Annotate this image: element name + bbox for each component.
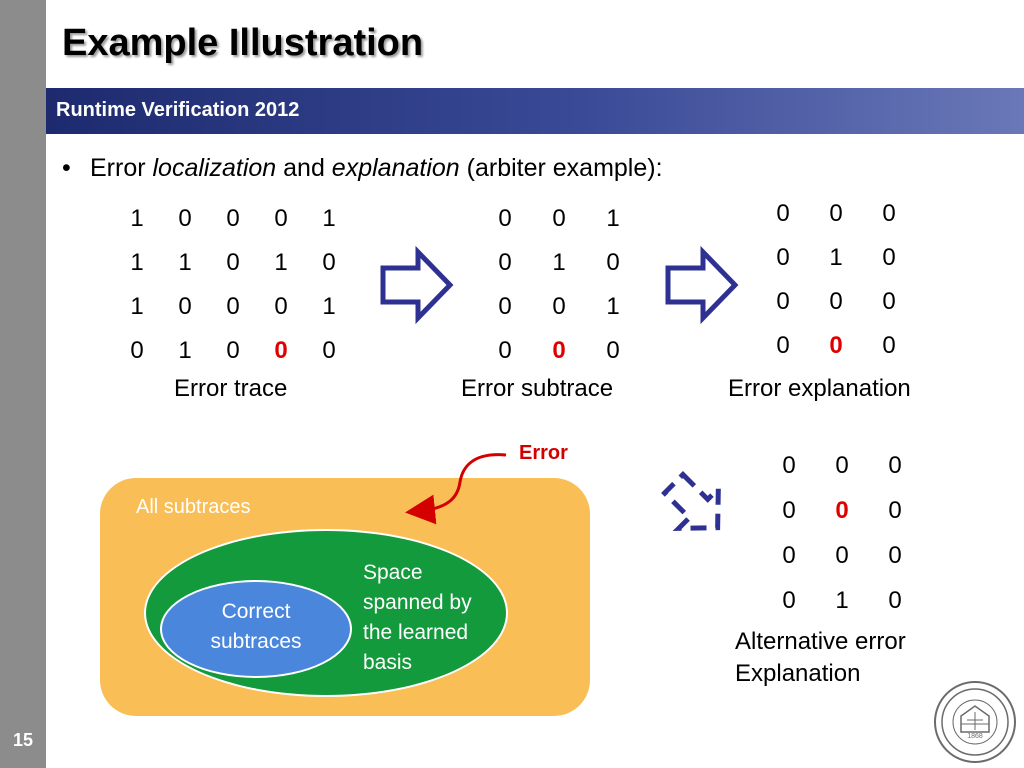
correct-line-2: subtraces bbox=[210, 630, 302, 653]
matrix-cell: 0 bbox=[835, 542, 849, 569]
matrix-cell: 1 bbox=[552, 249, 566, 276]
space-line-2: spanned by bbox=[363, 591, 472, 614]
bullet-text-localization: localization bbox=[152, 154, 277, 182]
matrix-cell: 0 bbox=[888, 497, 902, 524]
header-band bbox=[46, 88, 1024, 134]
error-trace-caption: Error trace bbox=[174, 375, 288, 402]
matrix-cell: 0 bbox=[835, 452, 849, 479]
slide-title: Example Illustration bbox=[62, 22, 424, 64]
matrix-cell: 0 bbox=[498, 205, 512, 232]
matrix-cell: 1 bbox=[130, 249, 144, 276]
matrix-cell: 0 bbox=[888, 587, 902, 614]
matrix-cell: 0 bbox=[782, 542, 796, 569]
left-sidebar-bar bbox=[0, 0, 46, 768]
matrix-cell: 0 bbox=[178, 205, 192, 232]
matrix-cell: 0 bbox=[782, 452, 796, 479]
matrix-cell: 0 bbox=[274, 293, 288, 320]
matrix-cell: 1 bbox=[606, 205, 620, 232]
page-number: 15 bbox=[12, 730, 34, 750]
correct-subtraces-ellipse bbox=[160, 580, 352, 678]
learned-basis-label: Space spanned by the learned basis bbox=[363, 558, 472, 678]
matrix-cell: 1 bbox=[274, 249, 288, 276]
matrix-cell: 0 bbox=[130, 337, 144, 364]
matrix-cell: 0 bbox=[178, 293, 192, 320]
header-band-text: Runtime Verification 2012 bbox=[56, 99, 300, 121]
correct-subtraces-label: Correct subtraces bbox=[166, 597, 346, 657]
svg-text:1868: 1868 bbox=[967, 733, 983, 740]
matrix-cell: 0 bbox=[829, 332, 843, 359]
matrix-cell: 0 bbox=[552, 205, 566, 232]
space-line-1: Space bbox=[363, 561, 423, 584]
matrix-cell: 0 bbox=[776, 332, 790, 359]
bullet-text-explanation: explanation bbox=[331, 154, 460, 182]
error-label: Error bbox=[519, 442, 568, 464]
matrix-cell: 0 bbox=[776, 244, 790, 271]
bullet-symbol: • bbox=[62, 154, 71, 182]
dashed-arrow-icon bbox=[661, 471, 721, 531]
bullet-text-2: and bbox=[276, 154, 332, 182]
matrix-cell: 0 bbox=[888, 452, 902, 479]
matrix-cell: 0 bbox=[882, 288, 896, 315]
matrix-cell: 0 bbox=[322, 249, 336, 276]
matrix-cell: 0 bbox=[498, 337, 512, 364]
matrix-cell: 0 bbox=[226, 293, 240, 320]
matrix-cell: 1 bbox=[829, 244, 843, 271]
matrix-cell: 0 bbox=[829, 288, 843, 315]
space-line-4: basis bbox=[363, 651, 413, 674]
matrix-cell: 0 bbox=[888, 542, 902, 569]
matrix-cell: 0 bbox=[882, 244, 896, 271]
bullet-point: • Error localization and explanation (arb… bbox=[62, 154, 663, 183]
matrix-cell: 0 bbox=[552, 293, 566, 320]
matrix-cell: 1 bbox=[178, 337, 192, 364]
matrix-cell: 0 bbox=[606, 337, 620, 364]
correct-line-1: Correct bbox=[221, 600, 291, 623]
matrix-cell: 0 bbox=[226, 205, 240, 232]
alt-explanation-caption: Alternative error Explanation bbox=[735, 626, 906, 690]
matrix-cell: 0 bbox=[552, 337, 566, 364]
error-subtrace-caption: Error subtrace bbox=[461, 375, 614, 402]
matrix-cell: 1 bbox=[130, 205, 144, 232]
bullet-text-1: Error bbox=[90, 154, 153, 182]
matrix-cell: 0 bbox=[882, 200, 896, 227]
matrix-cell: 0 bbox=[835, 497, 849, 524]
bullet-text-3: (arbiter example): bbox=[459, 154, 663, 182]
matrix-cell: 0 bbox=[776, 288, 790, 315]
alt-caption-line-1: Alternative error bbox=[735, 628, 906, 655]
matrix-cell: 0 bbox=[498, 293, 512, 320]
alt-caption-line-2: Explanation bbox=[735, 660, 861, 687]
matrix-cell: 1 bbox=[130, 293, 144, 320]
matrix-cell: 0 bbox=[776, 200, 790, 227]
matrix-cell: 0 bbox=[226, 249, 240, 276]
matrix-cell: 1 bbox=[835, 587, 849, 614]
matrix-cell: 1 bbox=[178, 249, 192, 276]
matrix-cell: 0 bbox=[226, 337, 240, 364]
matrix-cell: 1 bbox=[322, 205, 336, 232]
error-pointer-arrow bbox=[405, 453, 507, 525]
matrix-cell: 0 bbox=[322, 337, 336, 364]
university-seal-icon: 1868 bbox=[934, 681, 1016, 763]
error-explanation-caption: Error explanation bbox=[728, 375, 911, 402]
matrix-cell: 0 bbox=[274, 205, 288, 232]
matrix-cell: 0 bbox=[782, 497, 796, 524]
matrix-cell: 0 bbox=[829, 200, 843, 227]
matrix-cell: 0 bbox=[782, 587, 796, 614]
right-arrow-icon bbox=[380, 245, 454, 325]
all-subtraces-label: All subtraces bbox=[136, 496, 251, 518]
matrix-cell: 0 bbox=[606, 249, 620, 276]
matrix-cell: 0 bbox=[274, 337, 288, 364]
space-line-3: the learned bbox=[363, 621, 469, 644]
right-arrow-icon-2 bbox=[665, 245, 739, 325]
matrix-cell: 1 bbox=[606, 293, 620, 320]
matrix-cell: 0 bbox=[498, 249, 512, 276]
matrix-cell: 1 bbox=[322, 293, 336, 320]
matrix-cell: 0 bbox=[882, 332, 896, 359]
